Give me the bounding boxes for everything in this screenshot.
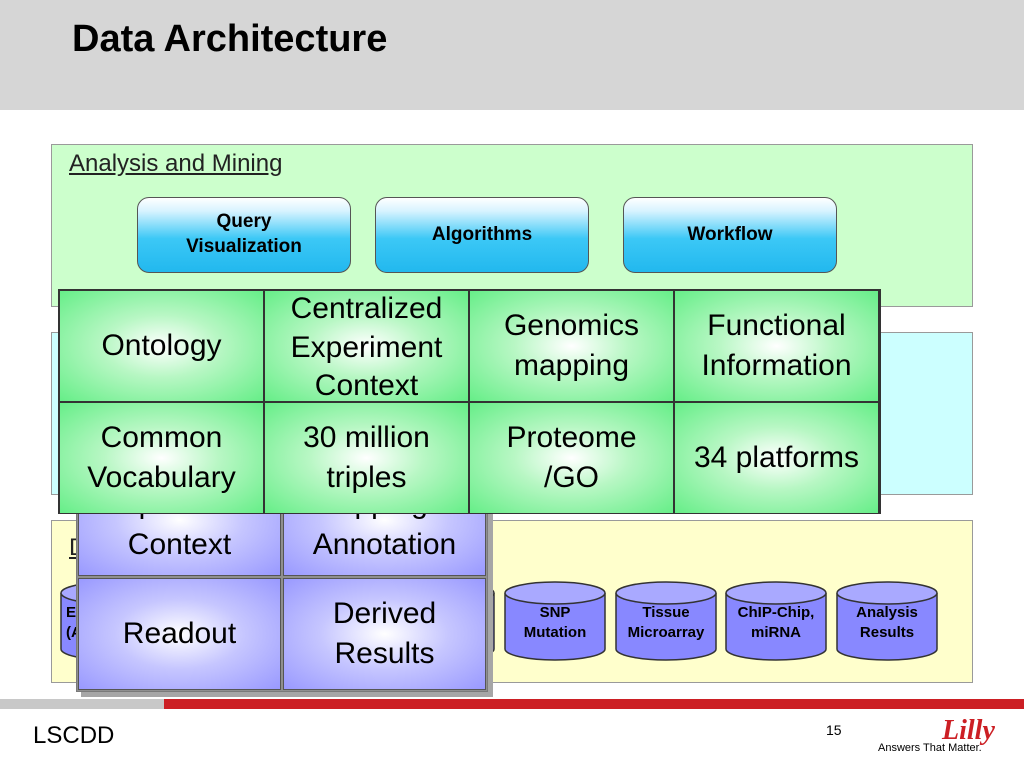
centralized-experiment-context-cell: Centralized Experiment Context [265, 291, 468, 402]
database-analysis-results: Analysis Results [836, 581, 938, 661]
triples-cell: 30 million triples [265, 403, 468, 513]
footer-label: LSCDD [33, 722, 115, 749]
database-icon [615, 581, 717, 661]
lilly-logo-icon: Lilly [941, 715, 995, 746]
page-title: Data Architecture [72, 18, 388, 60]
algorithms-button[interactable]: Algorithms [375, 197, 589, 273]
query-visualization-label: Query Visualization [186, 211, 302, 257]
footer-red-bar [164, 699, 1024, 709]
database-label: ChIP-Chip, miRNA [737, 604, 815, 642]
database-label: Analysis Results [856, 604, 918, 642]
workflow-label: Workflow [687, 223, 773, 245]
workflow-button[interactable]: Workflow [623, 197, 837, 273]
page-number: 15 [826, 722, 842, 738]
database-snp-mutation: SNP Mutation [504, 581, 606, 661]
green-table: Ontology Centralized Experiment Context … [58, 289, 881, 514]
tagline: Answers That Matter. [878, 742, 982, 754]
lilly-logo: Lilly [940, 712, 1002, 751]
ontology-cell: Ontology [60, 291, 263, 401]
database-icon [725, 581, 827, 661]
analysis-panel-label: Analysis and Mining [69, 150, 283, 177]
functional-information-cell: Functional Information [675, 291, 878, 401]
genomics-mapping-cell: Genomics mapping [470, 291, 673, 401]
common-vocabulary-cell: Common Vocabulary [60, 403, 263, 513]
derived-results-cell: Derived Results [283, 578, 486, 690]
database-label: Tissue Microarray [627, 604, 705, 642]
title-bar [0, 0, 1024, 110]
readout-cell: Readout [78, 578, 281, 690]
database-tissue-microarray: Tissue Microarray [615, 581, 717, 661]
proteome-go-cell: Proteome /GO [470, 403, 673, 513]
footer-grey-bar [0, 699, 164, 709]
platforms-cell: 34 platforms [675, 403, 878, 513]
database-icon [504, 581, 606, 661]
query-visualization-button[interactable]: Query Visualization [137, 197, 351, 273]
algorithms-label: Algorithms [431, 223, 533, 245]
lilly-logo-text: Lilly [941, 715, 995, 746]
database-label: SNP Mutation [523, 604, 587, 642]
analysis-panel: Analysis and Mining Query Visualization … [51, 144, 973, 307]
database-chip-chip: ChIP-Chip, miRNA [725, 581, 827, 661]
database-icon [836, 581, 938, 661]
